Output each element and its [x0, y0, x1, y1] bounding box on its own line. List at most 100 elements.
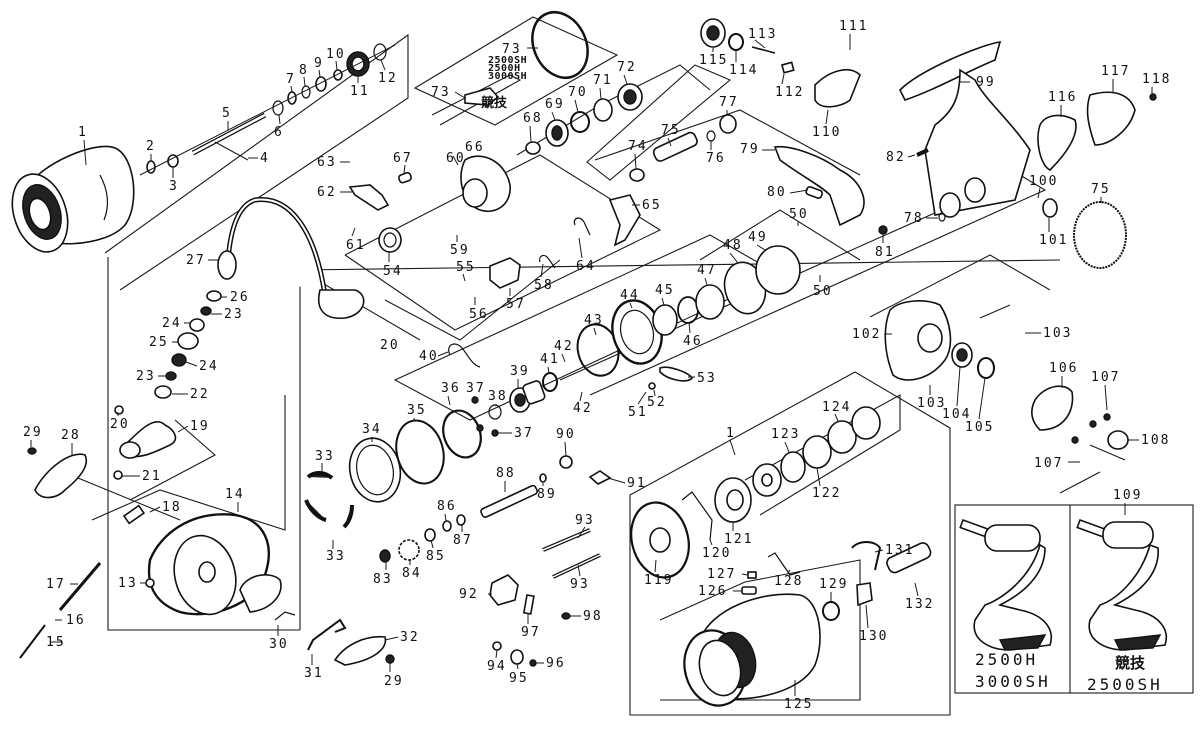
leader-main-axis — [299, 259, 1061, 271]
part-95 — [510, 649, 524, 665]
part-112 — [781, 61, 795, 74]
leader-line — [865, 604, 869, 629]
label-part-61: 61 — [346, 238, 366, 253]
leader-line — [667, 137, 672, 147]
leader-line — [149, 506, 161, 513]
label-part-31: 31 — [304, 666, 324, 681]
part-64 — [573, 217, 591, 236]
label-part-47: 47 — [697, 263, 717, 278]
part-101 — [1042, 198, 1058, 218]
leader-line — [574, 99, 579, 113]
label-part-37-bottom: 37 — [514, 426, 534, 441]
group-outline-shaft — [104, 33, 409, 291]
leader-line — [495, 649, 498, 659]
label-part-51: 51 — [628, 405, 648, 420]
label-part-125: 125 — [784, 697, 813, 712]
label-part-26: 26 — [230, 290, 250, 305]
leader-line — [452, 155, 459, 166]
part-9 — [315, 76, 327, 92]
part-116 — [1037, 114, 1077, 171]
group-outline-47-50 — [699, 209, 861, 261]
part-107b — [1089, 420, 1097, 428]
label-part-74: 74 — [628, 139, 648, 154]
label-part-28: 28 — [61, 428, 81, 443]
label-part-131: 131 — [885, 543, 914, 558]
label-part-18: 18 — [162, 500, 182, 515]
part-68 — [525, 141, 541, 155]
group-outline-handle-link — [1059, 471, 1101, 494]
label-part-113: 113 — [748, 27, 777, 42]
label-part-35: 35 — [407, 403, 427, 418]
label-part-99: 99 — [976, 75, 996, 90]
label-part-85: 85 — [426, 549, 446, 564]
leader-lines — [30, 34, 1153, 696]
handle-variant-standard — [959, 518, 1052, 651]
label-part-123: 123 — [771, 427, 800, 442]
part-spool-1 — [11, 145, 135, 253]
label-part-39: 39 — [510, 364, 530, 379]
label-part-106: 106 — [1049, 361, 1078, 376]
leader-line — [335, 60, 338, 71]
leader-line — [384, 636, 399, 641]
leader-line — [754, 39, 766, 49]
part-26 — [206, 290, 222, 302]
label-part-53: 53 — [697, 371, 717, 386]
leader-line — [704, 277, 708, 286]
leader-line — [607, 477, 626, 484]
label-part-66: 66 — [465, 140, 485, 155]
leader-line — [781, 73, 785, 85]
part-illustrations — [11, 11, 1157, 707]
label-part-114: 114 — [729, 63, 758, 78]
part-106 — [1030, 385, 1074, 431]
label-part-40: 40 — [419, 349, 439, 364]
label-part-21: 21 — [142, 469, 162, 484]
part-82 — [916, 148, 929, 157]
label-part-88: 88 — [496, 466, 516, 481]
label-part-65: 65 — [642, 198, 662, 213]
label-part-130: 130 — [859, 629, 888, 644]
part-128 — [767, 552, 801, 576]
label-part-91: 91 — [627, 476, 647, 491]
label-part-8: 8 — [299, 63, 309, 78]
label-part-22: 22 — [190, 387, 210, 402]
part-24-lower — [171, 353, 187, 367]
label-part-82: 82 — [886, 150, 906, 165]
part-87 — [456, 514, 466, 526]
label-part-112: 112 — [775, 85, 804, 100]
group-outline-side-cover — [869, 254, 1051, 318]
label-part-92: 92 — [459, 587, 479, 602]
label-part-81: 81 — [875, 245, 895, 260]
label-part-103-bottom: 103 — [917, 396, 946, 411]
leader-line — [599, 87, 602, 100]
part-rotor-nut-66 — [460, 155, 511, 212]
handle-variant-1-line2: 3000SH — [975, 672, 1051, 691]
label-part-6: 6 — [274, 125, 284, 140]
part-33a — [306, 471, 334, 480]
part-47 — [695, 284, 725, 320]
label-part-126: 126 — [698, 584, 727, 599]
part-62 — [348, 184, 390, 211]
leader-line — [561, 353, 566, 363]
part-33b — [304, 499, 327, 522]
part-rotor-14 — [147, 513, 282, 616]
label-part-42-top: 42 — [554, 339, 574, 354]
group-outline-drag — [629, 371, 951, 716]
part-17-spring — [58, 562, 102, 611]
label-part-96: 96 — [546, 656, 566, 671]
label-part-98: 98 — [583, 609, 603, 624]
handle-variant-kyogi — [1076, 518, 1167, 651]
label-part-57: 57 — [506, 297, 526, 312]
label-part-104: 104 — [942, 407, 971, 422]
part-22 — [154, 385, 172, 399]
part-126 — [741, 586, 757, 595]
label-part-75-pinion: 75 — [661, 123, 681, 138]
label-part-102: 102 — [852, 327, 881, 342]
label-part-4: 4 — [260, 151, 270, 166]
leader-line — [741, 573, 749, 576]
leader-line — [907, 154, 916, 158]
leader-line — [789, 189, 809, 194]
part-90 — [559, 455, 573, 469]
part-23-lower — [165, 371, 177, 381]
part-124a — [827, 420, 857, 454]
label-part-128: 128 — [774, 574, 803, 589]
